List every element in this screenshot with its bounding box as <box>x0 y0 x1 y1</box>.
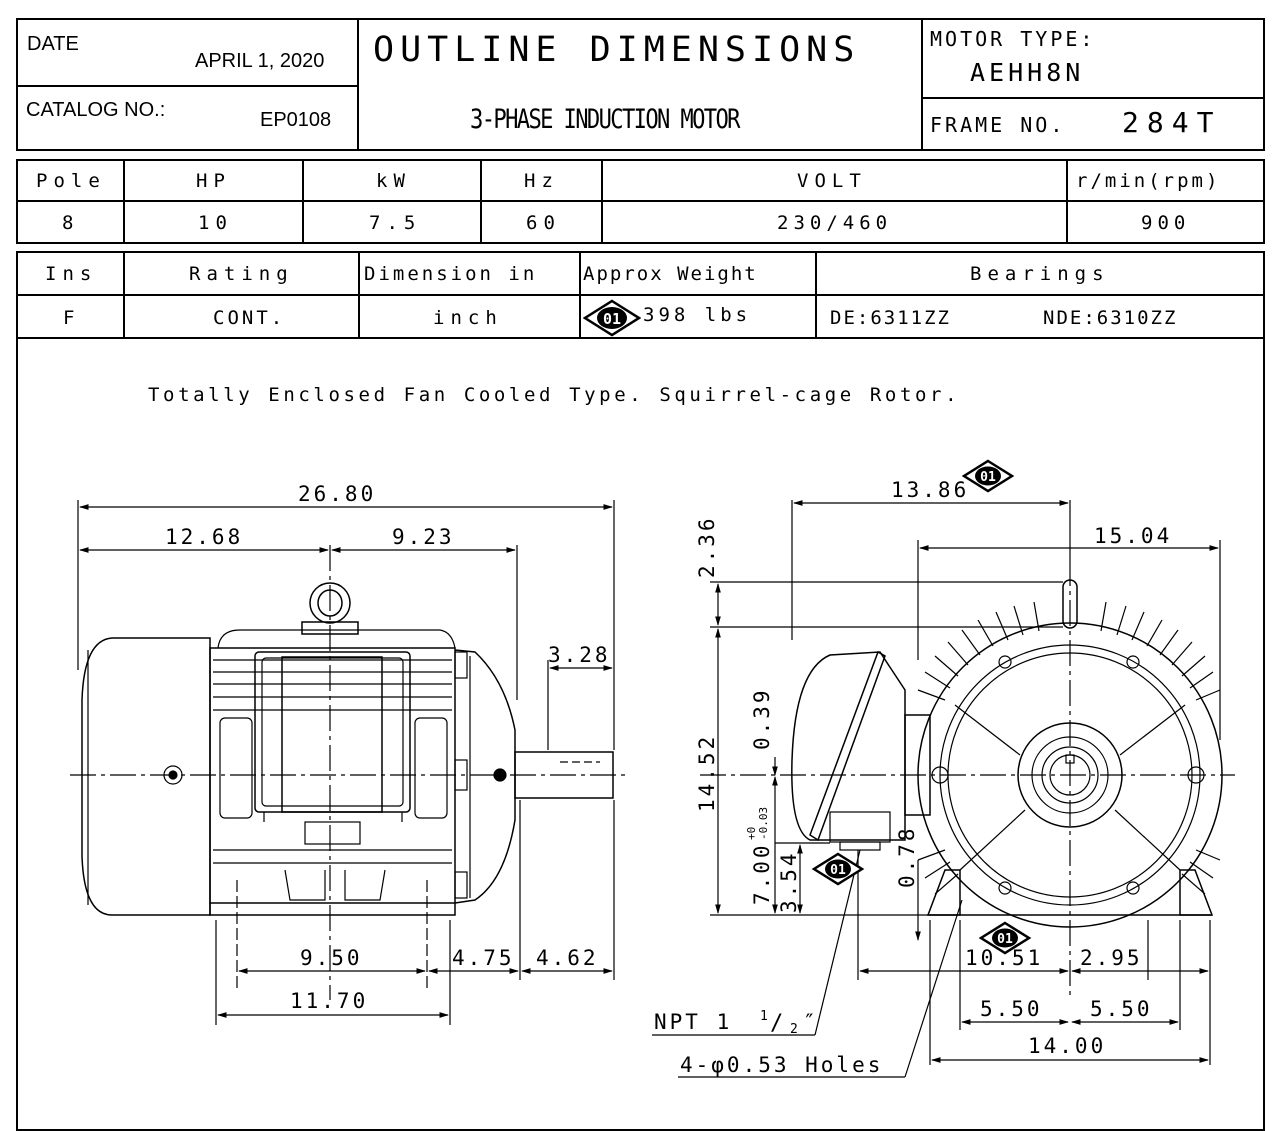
dim-center-height: 7.00 <box>750 842 774 905</box>
table-col-divider <box>123 159 125 244</box>
dim-conduit-offset: 0.78 <box>895 825 919 888</box>
table-col-divider <box>123 251 125 339</box>
table-row-divider <box>16 200 1265 202</box>
table-header-rpm: r/min(rpm) <box>1076 170 1221 192</box>
dim-half-width: 15.04 <box>1094 524 1172 548</box>
table-cell-ins: F <box>63 307 75 329</box>
table-cell-bearing-nde: NDE:6310ZZ <box>1043 307 1178 329</box>
conduit-badge-label: 01 <box>830 863 846 878</box>
side-view-drawing <box>70 500 625 1025</box>
frame-label: FRAME NO. <box>930 113 1066 137</box>
table-row-divider <box>16 337 1265 339</box>
table-col-divider <box>480 159 482 244</box>
table-header-pole: Pole <box>36 170 106 192</box>
frame-value: 284T <box>1122 106 1222 139</box>
date-label: DATE <box>27 33 79 55</box>
date-value: APRIL 1, 2020 <box>195 50 325 72</box>
motor-type-value: AEHH8N <box>970 58 1085 87</box>
header-divider <box>921 18 923 151</box>
dim-fan-end: 12.68 <box>165 525 243 549</box>
dim-shaft-length: 3.28 <box>548 643 611 667</box>
table-header-weight: Approx Weight <box>583 263 758 285</box>
foot-badge-label: 01 <box>997 932 1013 947</box>
dim-overall-height: 14.52 <box>695 734 719 812</box>
table-cell-rating: CONT. <box>213 307 286 329</box>
table-cell-rpm: 900 <box>1141 212 1191 234</box>
revision-badge-label: 01 <box>603 310 621 328</box>
table-header-dimension: Dimension in <box>364 263 538 285</box>
front-view-drawing <box>652 459 1235 1078</box>
table-header-hp: HP <box>196 170 231 192</box>
dim-eye-height: 2.36 <box>695 515 719 578</box>
table-col-divider <box>601 159 603 244</box>
document-subtitle: 3-PHASE INDUCTION MOTOR <box>470 104 740 135</box>
table-cell-hz: 60 <box>526 212 561 234</box>
motor-description: Totally Enclosed Fan Cooled Type. Squirr… <box>148 384 961 406</box>
header-divider <box>357 18 359 151</box>
dim-box-offset: 10.51 <box>965 946 1043 970</box>
motor-type-label: MOTOR TYPE: <box>930 27 1096 51</box>
dim-bolt-right: 5.50 <box>1090 997 1153 1021</box>
svg-text:/: / <box>770 1011 786 1036</box>
table-header-volt: VOLT <box>797 170 867 192</box>
dim-half-foot: 2.95 <box>1080 946 1143 970</box>
dim-overall-length: 26.80 <box>298 482 376 506</box>
table-col-divider <box>579 251 581 339</box>
header-block <box>16 18 1265 151</box>
dim-center-tol-upper: +0 <box>745 827 758 840</box>
revision-badge: 01 <box>583 299 641 337</box>
svg-text:″: ″ <box>803 1010 819 1034</box>
header-divider <box>921 97 1265 99</box>
document-title: OUTLINE DIMENSIONS <box>373 30 861 70</box>
table-cell-hp: 10 <box>198 212 233 234</box>
dim-foot-spacing: 9.50 <box>300 946 363 970</box>
dim-badge-label: 01 <box>980 470 996 485</box>
table-header-bearings: Bearings <box>970 263 1110 285</box>
table-cell-dimension: inch <box>433 307 503 329</box>
dim-shaft-offset: 0.39 <box>750 687 774 750</box>
dim-center-end: 9.23 <box>392 525 455 549</box>
table-cell-pole: 8 <box>62 212 74 234</box>
table-col-divider <box>358 251 360 339</box>
catalog-value: EP0108 <box>260 109 332 131</box>
table-cell-bearing-de: DE:6311ZZ <box>830 307 951 329</box>
header-divider <box>16 85 358 87</box>
conduit-fraction-num: 1 <box>760 1009 771 1024</box>
dim-box-width: 13.86 <box>891 478 969 502</box>
table-header-ins: Ins <box>45 263 98 285</box>
table-cell-volt: 230/460 <box>777 212 893 234</box>
catalog-label: CATALOG NO.: <box>26 99 166 121</box>
dim-foot-shoulder: 4.75 <box>452 946 515 970</box>
table-row-divider <box>16 294 1265 296</box>
conduit-callout: NPT 1 <box>654 1010 732 1034</box>
dim-foot-height: 3.54 <box>777 850 801 913</box>
table-col-divider <box>1066 159 1068 244</box>
table-col-divider <box>302 159 304 244</box>
table-cell-weight: 398 lbs <box>643 304 752 326</box>
dim-foot-length: 11.70 <box>290 989 368 1013</box>
table-col-divider <box>815 251 817 339</box>
table-cell-kw: 7.5 <box>369 212 422 234</box>
table-header-kw: kW <box>376 170 411 192</box>
table-header-hz: Hz <box>524 170 559 192</box>
dim-bolt-left: 5.50 <box>980 997 1043 1021</box>
dim-bolt-total: 14.00 <box>1028 1034 1106 1058</box>
dim-center-tol-lower: -0.03 <box>757 807 770 840</box>
dim-shoulder-end: 4.62 <box>536 946 599 970</box>
conduit-fraction-den: 2 <box>790 1022 801 1037</box>
table-header-rating: Rating <box>189 263 294 285</box>
holes-callout: 4-φ0.53 Holes <box>680 1053 883 1077</box>
